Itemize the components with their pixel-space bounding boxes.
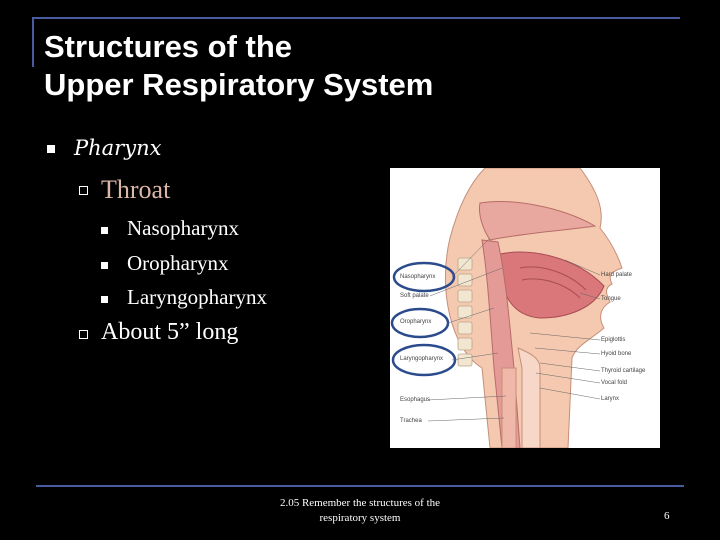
label-trachea: Trachea	[400, 418, 422, 424]
label-larynx: Larynx	[601, 396, 620, 402]
footer-rule	[36, 485, 684, 487]
bullet-square-icon	[101, 262, 108, 269]
anatomy-illustration	[390, 168, 623, 448]
label-oropharynx: Oropharynx	[400, 319, 432, 325]
slide-title-line-1: Structures of the	[44, 29, 293, 64]
bullet-hollow-square-icon	[79, 186, 88, 195]
label-esophagus: Esophagus	[400, 397, 431, 403]
label-epiglottis: Epiglottis	[601, 337, 626, 343]
label-hyoid-bone: Hyoid bone	[601, 351, 632, 357]
footer-caption-line-1: 2.05 Remember the structures of the	[279, 497, 441, 509]
outline-throat: Throat	[101, 175, 171, 204]
page-number: 6	[664, 510, 670, 522]
outline-length: About 5” long	[101, 319, 239, 345]
label-tongue: Tongue	[601, 296, 621, 302]
bullet-square-icon	[101, 227, 108, 234]
label-laryngopharynx: Laryngopharynx	[400, 356, 444, 362]
footer-caption: 2.05 Remember the structures of the resp…	[255, 496, 465, 526]
slide-title-line-2: Upper Respiratory System	[44, 67, 434, 102]
label-hard-palate: Hard palate	[601, 272, 633, 278]
nasopharynx-highlight	[392, 261, 456, 293]
outline-oropharynx: Oropharynx	[127, 251, 229, 275]
laryngopharynx-highlight	[391, 343, 457, 377]
footer-caption-line-2: respiratory system	[319, 512, 401, 524]
label-nasopharynx: Nasopharynx	[400, 274, 436, 280]
label-soft-palate: Soft palate	[400, 293, 429, 299]
outline-laryngopharynx: Laryngopharynx	[127, 285, 267, 309]
title-left-rule	[32, 17, 34, 67]
bullet-hollow-square-icon	[79, 330, 88, 339]
title-top-rule	[32, 17, 680, 19]
bullet-square-icon	[47, 145, 55, 153]
outline-pharynx: Pharynx	[74, 136, 162, 160]
bullet-square-icon	[101, 296, 108, 303]
slide-title: Structures of the Upper Respiratory Syst…	[44, 28, 433, 104]
label-thyroid-cartilage: Thyroid cartilage	[601, 368, 646, 374]
outline-nasopharynx: Nasopharynx	[127, 216, 239, 240]
label-vocal-fold: Vocal fold	[601, 380, 628, 386]
pharynx-anatomy-figure: Nasopharynx Soft palate Oropharynx Laryn…	[390, 168, 660, 448]
